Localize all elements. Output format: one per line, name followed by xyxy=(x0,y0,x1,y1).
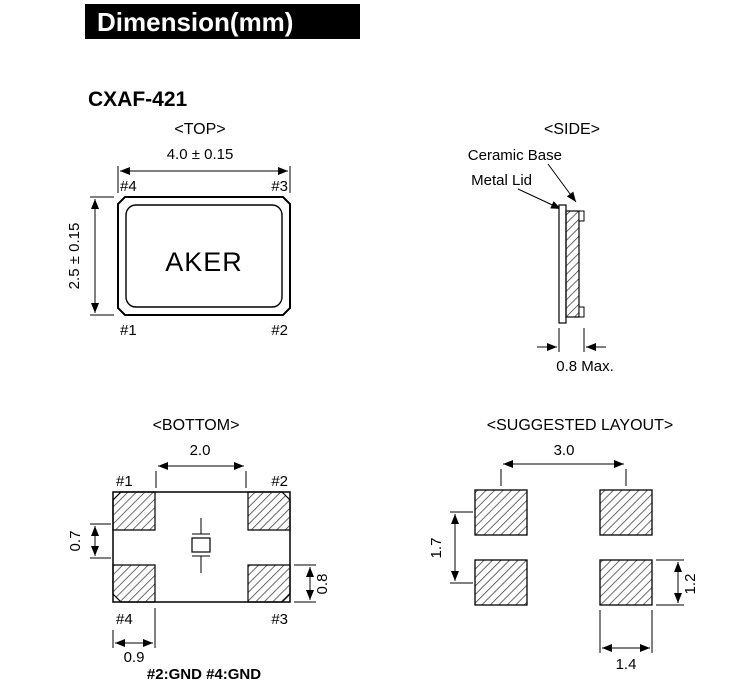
layout-pad-bottom-right xyxy=(599,559,653,606)
bottom-pin1-label: #1 xyxy=(116,473,133,490)
bottom-pitch-dimension xyxy=(155,462,247,488)
side-thickness-dimension xyxy=(537,328,606,352)
layout-pad-width-dim-label: 1.4 xyxy=(616,656,637,673)
metal-lid-leader xyxy=(517,188,562,210)
layout-view-label: <SUGGESTED LAYOUT> xyxy=(487,417,673,434)
header-bar xyxy=(85,4,360,39)
page-title: Dimension(mm) xyxy=(97,7,293,37)
top-pin3-label: #3 xyxy=(271,178,288,195)
bottom-left-dim-label: 0.7 xyxy=(67,531,84,552)
side-thickness-dim-label: 0.8 Max. xyxy=(556,358,614,375)
top-width-dim-label: 4.0 ± 0.15 xyxy=(167,146,234,163)
package-lid-outline xyxy=(125,204,283,308)
top-view-label: <TOP> xyxy=(174,121,225,138)
section-header: Dimension(mm) xyxy=(85,4,360,39)
top-pin4-label: #4 xyxy=(120,178,137,195)
bottom-pad-width-dim-label: 0.9 xyxy=(124,649,145,666)
bottom-pin3-label: #3 xyxy=(271,611,288,628)
layout-hpitch-dim-label: 3.0 xyxy=(554,442,575,459)
castellation-bottom xyxy=(578,306,585,318)
side-view-label: <SIDE> xyxy=(544,121,600,138)
layout-pad-height-dimension xyxy=(656,559,684,606)
layout-pad-top-left xyxy=(474,489,528,536)
bottom-left-dimension xyxy=(90,523,111,559)
layout-vpitch-dim-label: 1.7 xyxy=(428,538,445,559)
layout-pad-width-dimension xyxy=(599,610,653,653)
pad-2 xyxy=(247,491,291,531)
layout-pad-height-dim-label: 1.2 xyxy=(682,574,699,595)
ceramic-base-shape xyxy=(565,210,580,318)
layout-pad-top-right xyxy=(599,489,653,536)
bottom-outline xyxy=(112,491,291,603)
metal-lid-callout: Metal Lid xyxy=(471,172,532,189)
bottom-right-dim-label: 0.8 xyxy=(314,574,331,595)
layout-pad-bottom-left xyxy=(474,559,528,606)
model-name: CXAF-421 xyxy=(88,88,188,111)
castellation-top xyxy=(578,210,585,222)
brand-marking: AKER xyxy=(165,247,243,277)
pad-3 xyxy=(247,564,291,603)
top-height-dimension xyxy=(90,196,114,316)
package-outline xyxy=(117,196,291,316)
bottom-pitch-dim-label: 2.0 xyxy=(190,442,211,459)
gnd-note: #2:GND #4:GND xyxy=(147,666,261,683)
pad-1 xyxy=(112,491,156,531)
crystal-symbol xyxy=(191,518,211,573)
pad-4 xyxy=(112,564,156,603)
bottom-pin2-label: #2 xyxy=(271,473,288,490)
ceramic-base-leader xyxy=(547,163,577,203)
top-pin2-label: #2 xyxy=(271,322,288,339)
metal-lid-shape xyxy=(558,204,567,324)
bottom-view-label: <BOTTOM> xyxy=(153,417,240,434)
side-view: <SIDE> Ceramic Base Metal Lid 0.8 Max. xyxy=(468,121,614,375)
layout-hpitch-dimension xyxy=(500,460,627,486)
bottom-view: <BOTTOM> 2.0 #1 #2 0.7 xyxy=(67,417,331,683)
top-view: <TOP> 4.0 ± 0.15 #4 #3 AKER #1 #2 2.5 ± … xyxy=(66,121,291,339)
bottom-right-dimension xyxy=(294,564,316,603)
bottom-pad-width-dimension xyxy=(112,608,156,648)
ceramic-base-callout: Ceramic Base xyxy=(468,147,562,164)
top-pin1-label: #1 xyxy=(120,322,137,339)
layout-vpitch-dimension xyxy=(450,511,473,584)
top-height-dim-label: 2.5 ± 0.15 xyxy=(66,223,83,290)
top-width-dimension xyxy=(117,166,291,193)
bottom-pin4-label: #4 xyxy=(116,611,133,628)
layout-view: <SUGGESTED LAYOUT> 3.0 1.7 1.2 1.4 xyxy=(428,417,699,673)
